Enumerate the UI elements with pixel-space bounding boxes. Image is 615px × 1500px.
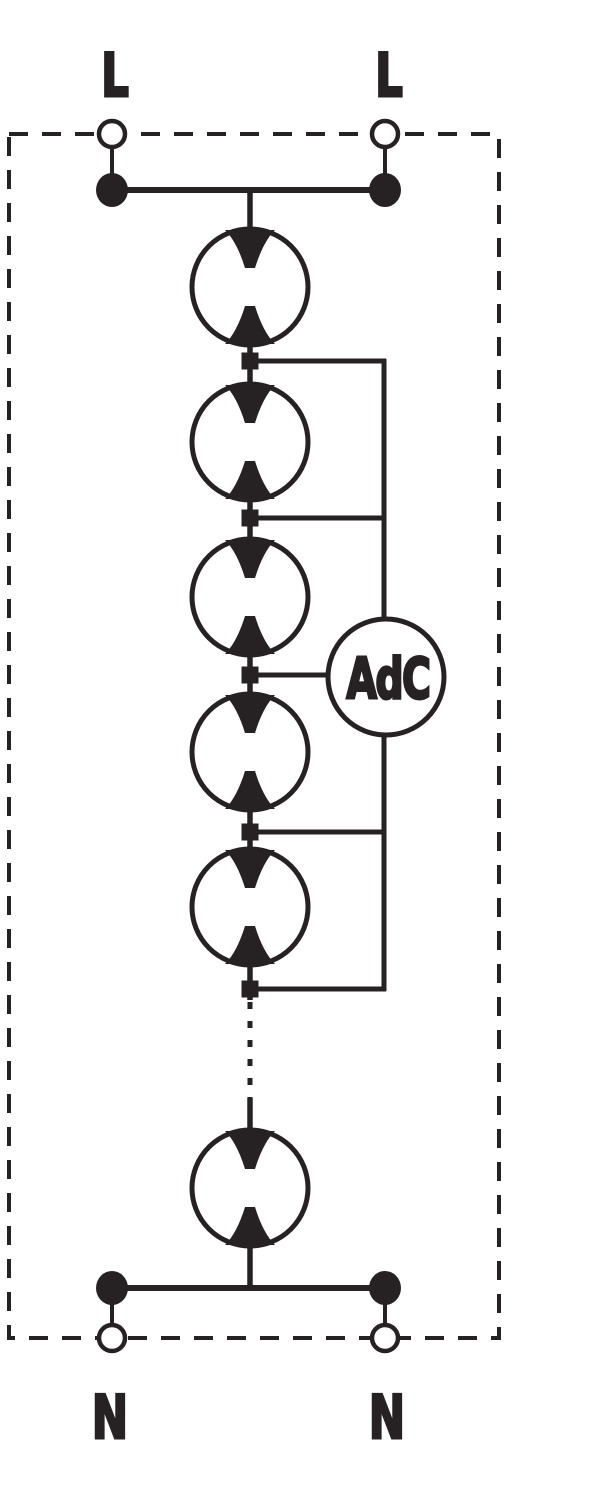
terminal-bottom-right <box>369 1322 401 1354</box>
spark-gap-1 <box>192 229 308 345</box>
label-n-right: N <box>369 1383 405 1453</box>
tap-bus <box>254 358 387 992</box>
adc-label: AdC <box>347 647 430 712</box>
spark-gap-6 <box>192 1130 308 1246</box>
internal-node-top-right <box>369 173 401 207</box>
internal-node-bottom-left <box>96 1271 128 1305</box>
terminal-top-right <box>369 118 401 150</box>
label-n-left: N <box>92 1383 128 1453</box>
junction-node-2 <box>241 509 259 527</box>
label-l-right: L <box>375 41 403 111</box>
spark-gap-2 <box>192 384 308 500</box>
terminals-bottom <box>96 1271 401 1354</box>
label-l-left: L <box>101 41 129 111</box>
terminal-top-left <box>96 118 128 150</box>
terminal-labels: L L N N <box>91 40 407 1455</box>
junction-nodes <box>241 352 259 998</box>
spark-gap-5 <box>192 849 308 965</box>
spark-gap-3 <box>192 539 308 655</box>
terminals-top <box>96 118 401 207</box>
internal-node-top-left <box>96 173 128 207</box>
junction-node-5 <box>241 980 259 998</box>
enclosure-dashed-border <box>7 132 501 1340</box>
junction-node-3 <box>241 666 259 684</box>
spark-gap-4 <box>192 694 308 810</box>
adc-monitor: AdC <box>325 616 447 738</box>
internal-node-bottom-right <box>369 1271 401 1305</box>
junction-node-1 <box>241 352 259 370</box>
spark-gap-chain <box>192 229 308 1246</box>
adc-monitor-circle <box>325 616 447 738</box>
terminal-bottom-left <box>96 1322 128 1354</box>
junction-node-4 <box>241 823 259 841</box>
